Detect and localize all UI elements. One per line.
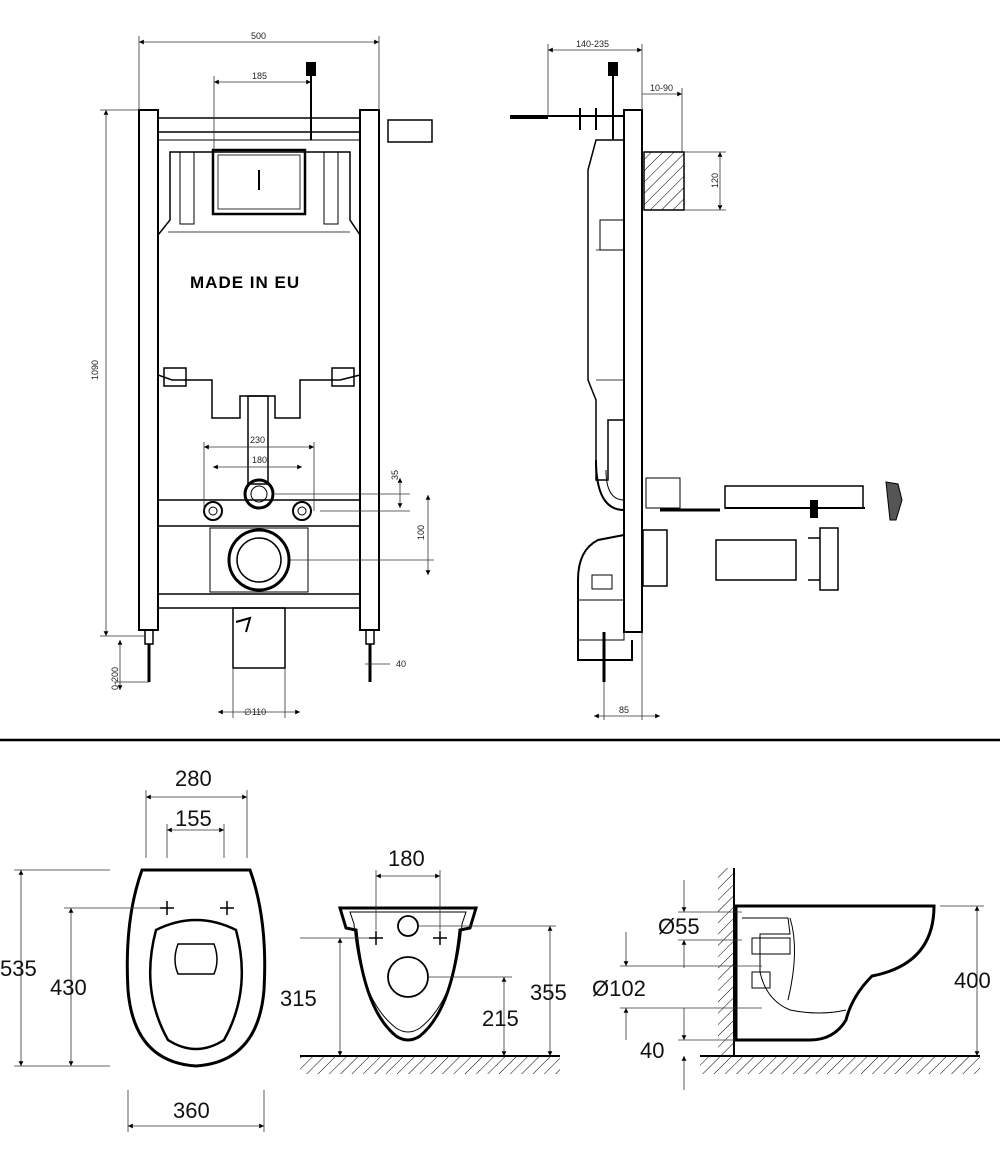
flush-pipe [247, 395, 269, 485]
mounting-rail [157, 499, 361, 527]
dim-100: 100 [416, 525, 426, 540]
side-cistern [587, 139, 625, 481]
frame-front-view: MADE IN EU 500 185 [90, 31, 434, 718]
made-in-eu-marking: MADE IN EU [190, 273, 300, 292]
cistern [157, 151, 361, 419]
dim-side-40: 40 [640, 1038, 664, 1063]
dim-85: 85 [619, 705, 629, 715]
bowl-outline-top [125, 868, 267, 1068]
dim-215: 215 [482, 1006, 519, 1031]
bowl-side-view: Ø55 Ø102 40 400 [592, 868, 991, 1090]
bowl-top-view: 280 155 535 430 360 [0, 766, 267, 1132]
dim-400: 400 [954, 968, 991, 993]
top-rail [157, 117, 361, 133]
dim-155: 155 [175, 806, 212, 831]
dim-315: 315 [280, 986, 317, 1011]
dim-d55: Ø55 [658, 914, 700, 939]
bowl-outline-side [734, 904, 936, 1042]
dim-185: 185 [252, 71, 267, 81]
waste-outlet [227, 528, 291, 592]
waste-outlet-hole [387, 956, 429, 998]
frame-side-view: 140-235 10-90 120 85 [510, 39, 903, 720]
flush-opening [211, 148, 307, 216]
dim-d110: ∅110 [244, 707, 266, 717]
dim-430: 430 [50, 975, 87, 1000]
right-post [359, 109, 380, 631]
dim-535: 535 [0, 956, 37, 981]
dim-180: 180 [252, 455, 267, 465]
dim-40: 40 [396, 659, 406, 669]
side-flush-plate [643, 151, 685, 211]
flush-inlet-hole [397, 915, 419, 937]
left-post [138, 109, 159, 631]
dim-360: 360 [173, 1098, 210, 1123]
dim-35: 35 [390, 470, 400, 480]
flush-outlet [243, 478, 275, 510]
dim-0-200: 0-200 [110, 667, 120, 690]
flush-plate [387, 119, 433, 143]
dim-d102: Ø102 [592, 976, 646, 1001]
bowl-outline-rear [337, 906, 479, 1042]
bowl-rear-view: 180 315 355 215 [280, 846, 567, 1074]
inlet-valve [306, 62, 316, 76]
dim-355: 355 [530, 980, 567, 1005]
dim-500: 500 [251, 31, 266, 41]
dim-10-90: 10-90 [650, 83, 673, 93]
dim-140-235: 140-235 [576, 39, 609, 49]
dim-120: 120 [710, 173, 720, 188]
dim-280: 280 [175, 766, 212, 791]
bowl-seat-inner [148, 918, 244, 1051]
side-post [623, 109, 643, 633]
drain-pipe [232, 607, 286, 669]
dim-1090: 1090 [90, 360, 100, 380]
dim-230: 230 [250, 435, 265, 445]
dim-rear-180: 180 [388, 846, 425, 871]
